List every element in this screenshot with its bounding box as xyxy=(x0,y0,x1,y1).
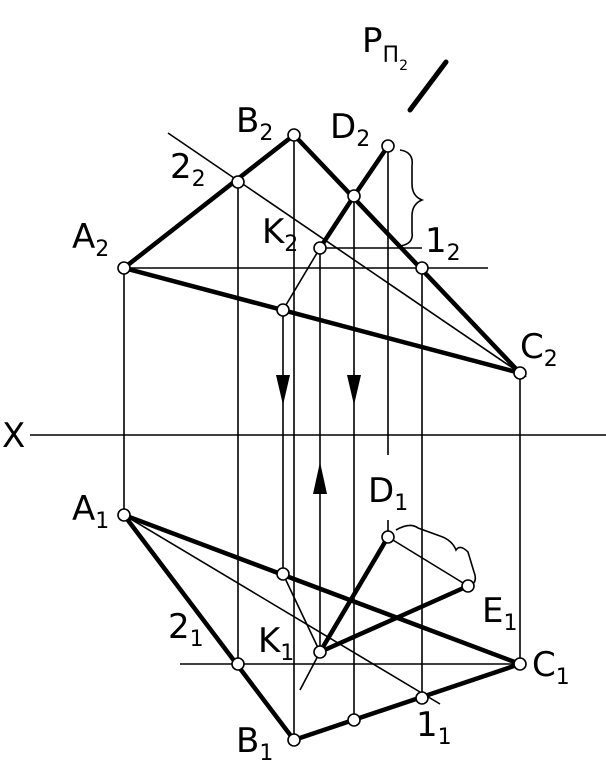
arrow-up-icon xyxy=(313,462,327,494)
label-k2: K2 xyxy=(262,212,298,257)
triangle-abc-top xyxy=(121,512,527,743)
line-k1-ext xyxy=(299,651,321,691)
label-e1: E1 xyxy=(482,591,517,636)
arrow-down-icon xyxy=(347,375,361,405)
cutting-line-front xyxy=(167,132,521,374)
label-b1: B1 xyxy=(236,721,273,766)
point-a1 xyxy=(117,508,131,522)
line-dk-top xyxy=(317,534,391,655)
line-k2 xyxy=(282,247,321,311)
point-b2 xyxy=(287,128,301,142)
point-c1 xyxy=(513,657,527,671)
triangle-abc-front xyxy=(121,131,528,378)
point-k2 xyxy=(313,241,327,255)
label-1-2: 12 xyxy=(425,221,461,266)
point-c2 xyxy=(513,366,527,380)
cutting-line-top xyxy=(123,514,441,705)
point-a2 xyxy=(117,261,131,275)
point-k1 xyxy=(313,645,327,659)
point-b1 xyxy=(287,733,301,747)
label-d1: D1 xyxy=(368,471,408,516)
point-2-1 xyxy=(231,657,245,671)
brace-top xyxy=(395,524,477,587)
label-c1: C1 xyxy=(532,645,570,690)
label-plane: PΠ2 xyxy=(362,21,408,74)
label-a1: A1 xyxy=(72,489,109,534)
line-k1-a xyxy=(282,573,321,653)
line-dk-front xyxy=(317,193,357,251)
brace-front xyxy=(399,149,425,247)
point-ac-top xyxy=(276,567,290,581)
point-bc-front xyxy=(347,189,361,203)
label-c2: C2 xyxy=(520,327,558,372)
label-2-1: 21 xyxy=(168,607,204,652)
point-d1 xyxy=(381,530,395,544)
point-2-2 xyxy=(231,175,245,189)
label-1-1: 11 xyxy=(416,705,452,750)
point-1-2 xyxy=(415,261,429,275)
line-d1-e1 xyxy=(387,536,469,587)
label-k1: K1 xyxy=(258,621,294,666)
arrow-down-icon xyxy=(276,375,290,405)
point-e1 xyxy=(461,579,475,593)
line-dk-front-visible xyxy=(351,143,391,199)
point-1-1 xyxy=(415,691,429,705)
label-axis-x: X xyxy=(2,416,25,456)
point-bc-top xyxy=(347,713,361,727)
line-ke-top xyxy=(317,583,471,655)
point-d2 xyxy=(381,139,395,153)
label-d2: D2 xyxy=(330,107,370,152)
point-ac-front xyxy=(276,303,290,317)
label-2-2: 22 xyxy=(170,147,206,192)
label-a2: A2 xyxy=(72,217,109,262)
plane-trace-p-pi2 xyxy=(407,59,449,113)
label-b2: B2 xyxy=(236,101,273,146)
